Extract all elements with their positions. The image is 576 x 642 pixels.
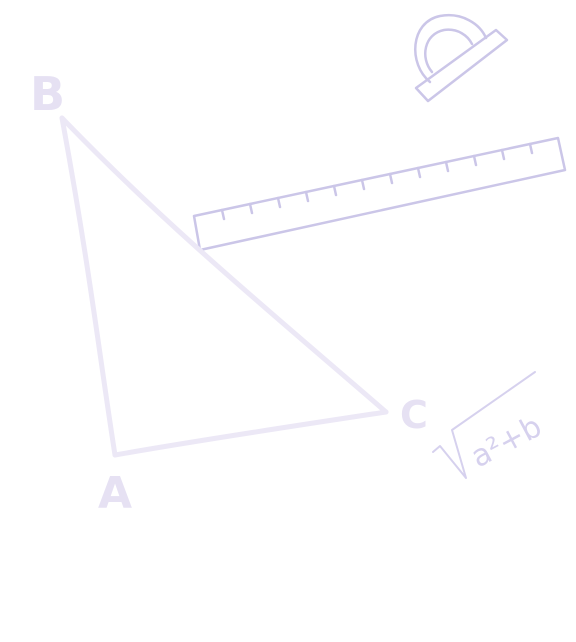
ruler-tick xyxy=(332,184,338,197)
ruler-tick xyxy=(360,178,366,191)
protractor-icon xyxy=(414,13,509,103)
vertex-label-a: A xyxy=(98,468,132,519)
ruler-body xyxy=(192,136,567,252)
ruler-tick xyxy=(500,148,506,161)
radical-sign xyxy=(432,371,536,479)
ruler-tick xyxy=(416,166,422,179)
ruler-tick xyxy=(220,208,226,221)
vertex-label-b: B xyxy=(30,67,65,121)
protractor-edge xyxy=(414,28,509,103)
square-root-formula-icon: a²+b xyxy=(432,371,548,479)
ruler-tick xyxy=(388,172,394,185)
triangle-side-ac xyxy=(112,409,389,458)
triangle-side-bc xyxy=(59,115,389,415)
triangle-icon xyxy=(59,115,389,458)
ruler-ticks xyxy=(220,142,534,221)
triangle-side-ba xyxy=(59,115,118,458)
ruler-tick xyxy=(276,196,282,209)
ruler-tick xyxy=(304,190,310,203)
ruler-tick xyxy=(248,202,254,215)
protractor-arc-outer xyxy=(414,13,488,84)
protractor-arc-inner xyxy=(424,28,474,74)
ruler-icon xyxy=(192,136,567,252)
vertex-label-c: C xyxy=(400,393,428,437)
ruler-tick xyxy=(444,160,450,173)
ruler-tick xyxy=(472,154,478,167)
formula-radicand: a²+b xyxy=(465,409,547,475)
ruler-tick xyxy=(528,142,534,155)
